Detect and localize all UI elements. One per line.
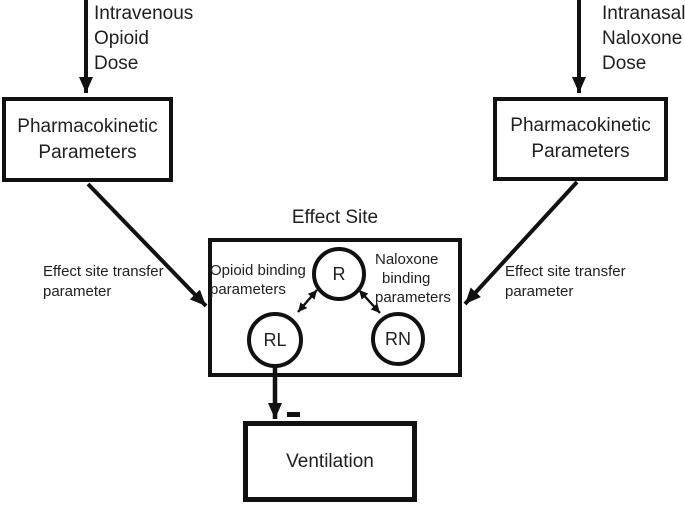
binding-line: Naloxone xyxy=(375,251,439,268)
receptor-node-rl: RL xyxy=(247,312,303,368)
ventilation-box: Ventilation xyxy=(243,421,417,502)
dose-line: Naloxone xyxy=(602,28,683,49)
effect-site-title: Effect Site xyxy=(291,207,379,228)
ventilation-label: Ventilation xyxy=(286,450,374,472)
node-label: RN xyxy=(385,328,411,349)
binding-line: binding xyxy=(382,270,431,287)
r-rn-double-arrow-icon xyxy=(358,289,381,314)
opioid-binding-label: Opioid binding parameters xyxy=(210,261,306,299)
right-transfer-arrow-icon xyxy=(463,180,579,306)
node-label: RL xyxy=(263,329,287,350)
effect-site-transfer-label-left: Effect site transfer parameter xyxy=(43,262,164,302)
transfer-line: parameter xyxy=(43,283,112,300)
binding-line: parameters xyxy=(210,281,286,298)
left-transfer-arrow-icon xyxy=(86,182,208,308)
naloxone-binding-label: Naloxone binding parameters xyxy=(375,250,451,307)
effect-site-transfer-label-right: Effect site transfer parameter xyxy=(505,262,626,302)
dose-line: Dose xyxy=(94,53,139,74)
dose-line: Opioid xyxy=(94,28,149,49)
receptor-node-r: R xyxy=(312,247,366,301)
transfer-line: Effect site transfer xyxy=(505,263,626,280)
pk-box-line: Parameters xyxy=(531,141,630,162)
effect-site-box xyxy=(208,238,462,377)
dose-line: Intranasal xyxy=(602,3,685,24)
dose-line: Intravenous xyxy=(94,3,194,24)
transfer-line: Effect site transfer xyxy=(43,263,164,280)
transfer-line: parameter xyxy=(505,283,574,300)
binding-line: Opioid binding xyxy=(210,262,306,279)
minus-icon xyxy=(287,412,300,417)
binding-line: parameters xyxy=(375,289,451,306)
intravenous-dose-label: Intravenous Opioid Dose xyxy=(94,1,193,76)
pk-box-line: Pharmacokinetic xyxy=(510,115,651,136)
pk-box-line: Pharmacokinetic xyxy=(17,115,158,137)
node-label: R xyxy=(332,263,346,284)
intranasal-dose-label: Intranasal Naloxone Dose xyxy=(602,1,685,76)
receptor-node-rn: RN xyxy=(371,312,425,366)
dose-line: Dose xyxy=(602,53,647,74)
pk-parameters-box-left: Pharmacokinetic Parameters xyxy=(2,97,173,182)
r-rl-double-arrow-icon xyxy=(297,289,318,313)
pk-box-line: Parameters xyxy=(38,141,137,163)
pk-parameters-box-right: Pharmacokinetic Parameters xyxy=(493,97,668,181)
